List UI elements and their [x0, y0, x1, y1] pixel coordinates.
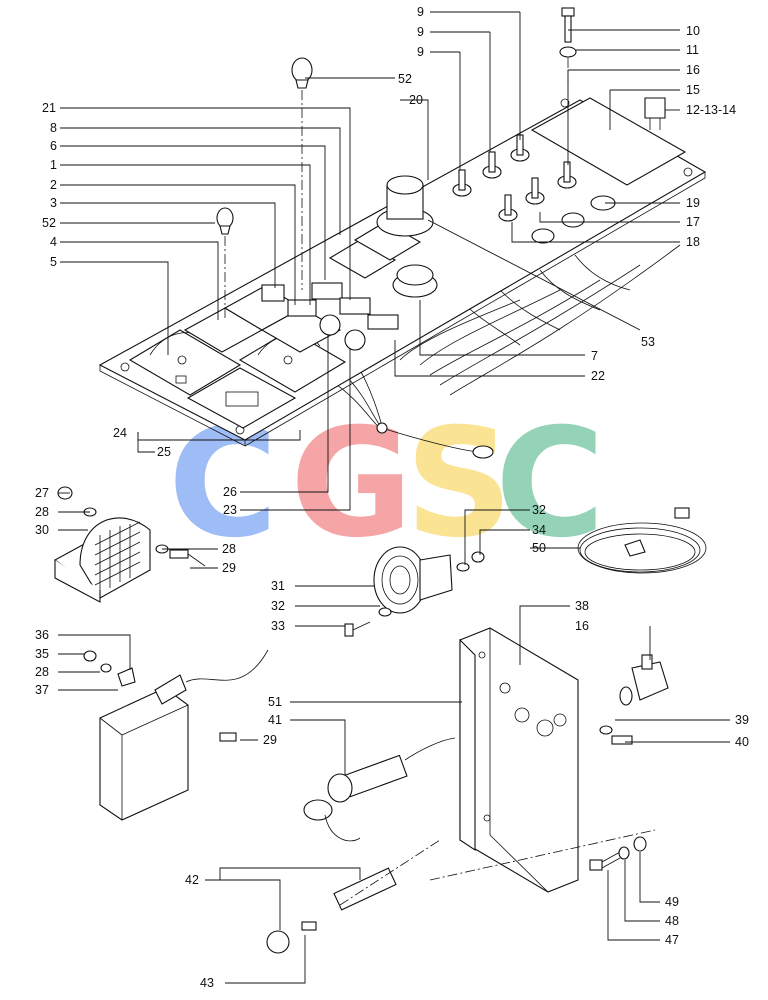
- screw-set-47-48-49: [429, 829, 656, 881]
- callout-20: 20: [409, 93, 423, 107]
- callout-16a: 16: [686, 63, 700, 77]
- callout-23: 23: [223, 503, 237, 517]
- plug-42: [266, 839, 441, 954]
- bulb-upper: [291, 57, 313, 89]
- callout-47: 47: [665, 933, 679, 947]
- callout-36: 36: [35, 628, 49, 642]
- callout-29a: 29: [222, 561, 236, 575]
- callout-6: 6: [50, 139, 57, 153]
- wiring-harness: [329, 244, 681, 459]
- callout-19: 19: [686, 196, 700, 210]
- watermark-letter-2: G: [290, 397, 413, 571]
- module-37: [83, 649, 269, 821]
- callout-32b: 32: [271, 599, 285, 613]
- leader-lines: [58, 11, 730, 984]
- callout-42: 42: [185, 873, 199, 887]
- callout-52b: 52: [42, 216, 56, 230]
- callout-35: 35: [35, 647, 49, 661]
- callout-18: 18: [686, 235, 700, 249]
- callout-7: 7: [591, 349, 598, 363]
- callout-1: 1: [50, 158, 57, 172]
- callout-29b: 29: [263, 733, 277, 747]
- callout-48: 48: [665, 914, 679, 928]
- callout-39: 39: [735, 713, 749, 727]
- callout-24: 24: [113, 426, 127, 440]
- callout-37: 37: [35, 683, 49, 697]
- callout-2: 2: [50, 178, 57, 192]
- callout-9c: 9: [417, 45, 424, 59]
- instrument-panel: [98, 7, 707, 459]
- callout-28a: 28: [35, 505, 49, 519]
- horn-31: [344, 546, 485, 637]
- callout-28b: 28: [222, 542, 236, 556]
- callout-labels: 9 9 9 10 11 16 52 15 12-13-14 21 20 8 6 …: [35, 5, 749, 990]
- callout-40: 40: [735, 735, 749, 749]
- cable-50: [577, 507, 707, 574]
- gauge-bottom: [186, 367, 297, 429]
- callout-8: 8: [50, 121, 57, 135]
- watermark-letter-3: S: [405, 397, 513, 571]
- callout-28c: 28: [35, 665, 49, 679]
- callout-33: 33: [271, 619, 285, 633]
- callout-21: 21: [42, 101, 56, 115]
- callout-10: 10: [686, 24, 700, 38]
- callout-51: 51: [268, 695, 282, 709]
- callout-31: 31: [271, 579, 285, 593]
- callout-9b: 9: [417, 25, 424, 39]
- bolt-10: [561, 7, 575, 43]
- callout-34: 34: [532, 523, 546, 537]
- callout-25: 25: [157, 445, 171, 459]
- callout-22: 22: [591, 369, 605, 383]
- callout-32a: 32: [532, 503, 546, 517]
- socket-41: [303, 737, 456, 842]
- callout-17: 17: [686, 215, 700, 229]
- bracket-38: [459, 627, 579, 893]
- callout-11: 11: [686, 43, 699, 57]
- toggle-switch-16: [599, 654, 669, 745]
- callout-9a: 9: [417, 5, 424, 19]
- toggle-switches: [452, 134, 616, 244]
- callout-3: 3: [50, 196, 57, 210]
- washer-11: [559, 46, 577, 58]
- bulb-lower: [216, 207, 234, 235]
- watermark-letter-4: C: [495, 397, 605, 571]
- callout-27: 27: [35, 486, 49, 500]
- ignition-switch: [376, 175, 438, 298]
- callout-5: 5: [50, 255, 57, 269]
- fuse-box-cover: [530, 97, 687, 186]
- callout-50: 50: [532, 541, 546, 555]
- callout-30: 30: [35, 523, 49, 537]
- callout-49: 49: [665, 895, 679, 909]
- callout-26: 26: [223, 485, 237, 499]
- callout-53: 53: [641, 335, 655, 349]
- callout-41: 41: [268, 713, 282, 727]
- callout-16b: 16: [575, 619, 589, 633]
- callout-15: 15: [686, 83, 700, 97]
- callout-43: 43: [200, 976, 214, 990]
- callout-52a: 52: [398, 72, 412, 86]
- buzzer-30: [53, 486, 206, 603]
- callout-38: 38: [575, 599, 589, 613]
- callout-12-13-14: 12-13-14: [686, 103, 736, 117]
- callout-4: 4: [50, 235, 57, 249]
